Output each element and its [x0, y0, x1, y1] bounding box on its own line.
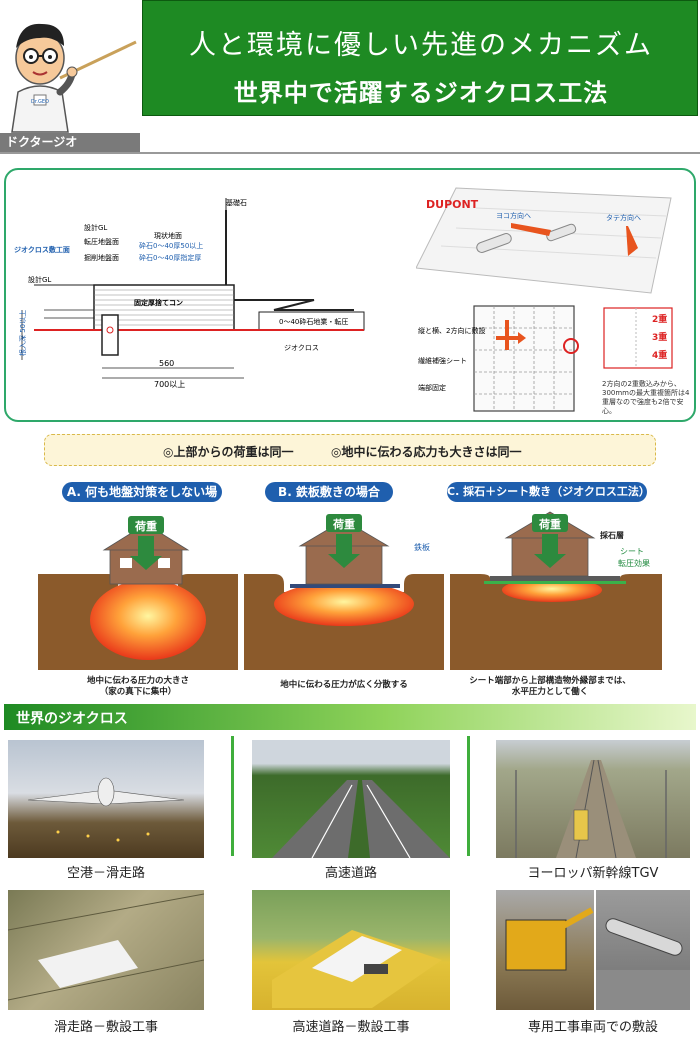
photo-airport-runway — [8, 740, 204, 858]
photo-highway — [252, 740, 450, 858]
label-depth: 根入深 50以上 — [18, 310, 27, 356]
photo-label-airport: 空港－滑走路 — [66, 866, 145, 881]
photo-label-tgv: ヨーロッパ新幹線TGV — [527, 866, 659, 881]
label-tenatsu: 転圧地盤面 — [84, 237, 119, 246]
label-sheet-c: シート — [620, 547, 644, 556]
label-genjo: 現状地面 — [154, 231, 182, 240]
load-label-c: 荷重 — [538, 517, 561, 531]
load-label-b: 荷重 — [332, 517, 355, 531]
label-dim-560: 560 — [159, 359, 174, 368]
comparison-diagrams: 荷重 荷重 鉄板 荷重 採石層 シート 転圧効果 — [38, 511, 662, 670]
cross-section-diagram: 基礎石 設計GL 現状地面 ジオクロス敷工面 転圧地盤面 掘削地盤面 砕石0～4… — [14, 198, 365, 389]
caption-panel-b: B. 鉄板敷きの場合 — [265, 482, 393, 502]
column-divider — [467, 736, 470, 856]
label-teppan: 鉄板 — [414, 542, 430, 552]
panel-a-diagram: 荷重 — [38, 516, 238, 670]
photo-vehicle-2 — [596, 890, 690, 1010]
header-divider — [0, 152, 700, 154]
label-layer3: 3重 — [652, 331, 667, 343]
label-saiseki-layer: 採石層 — [600, 530, 624, 540]
label-tate-yoko: 縦と横、2方向に敷設 — [418, 326, 485, 335]
photo-runway-construction — [8, 890, 204, 1010]
column-divider — [231, 736, 234, 856]
dupont-logo-text: DUPONT — [426, 198, 479, 211]
title-banner: 人と環境に優しい先進のメカニズム 世界中で活躍するジオクロス工法 — [142, 0, 698, 116]
label-kotei: 固定厚捨てコン — [134, 298, 183, 307]
load-label-a: 荷重 — [134, 519, 157, 533]
note-panel-b: 地中に伝わる圧力が広く分散する — [280, 680, 408, 690]
label-dim-700: 700以上 — [154, 380, 185, 389]
mascot-badge: Dr.GEO — [31, 99, 49, 105]
layer-note: 2方向の2重敷込みから、300mmの最大重複箇所は4重層なので強度も2倍で安心。 — [602, 380, 690, 415]
label-sheet: 繊維補強シート — [418, 356, 467, 365]
label-layer4: 4重 — [652, 349, 667, 361]
statement-load: ◎上部からの荷重は同一 — [163, 445, 294, 459]
label-kijun: 基礎石 — [226, 198, 247, 207]
photo-label-highway-construction: 高速道路－敷設工事 — [292, 1020, 410, 1035]
sheet-laying-illustration: DUPONT ヨコ方向へ タテ方向へ 2重 3重 4重 縦と横、2方向に敷設 繊… — [416, 187, 673, 412]
load-statement-box: ◎上部からの荷重は同一 ◎地中に伝わる応力も大きさは同一 — [44, 434, 656, 466]
section-title: 世界のジオクロス — [16, 711, 128, 727]
label-layer2: 2重 — [652, 313, 667, 325]
label-tenatsu-effect: 転圧効果 — [618, 558, 650, 568]
doctor-mascot-illustration: Dr.GEO — [11, 23, 137, 133]
construction-diagram-panel: 基礎石 設計GL 現状地面 ジオクロス敷工面 転圧地盤面 掘削地盤面 砕石0～4… — [4, 168, 696, 422]
photo-label-vehicle: 専用工事車両での敷設 — [527, 1020, 658, 1035]
label-geocross-area: ジオクロス敷工面 — [14, 245, 70, 254]
label-yoko: ヨコ方向へ — [496, 211, 531, 220]
label-tanbu: 端部固定 — [418, 383, 446, 392]
panel-b-diagram: 荷重 鉄板 — [244, 514, 444, 670]
label-saiseki-tenatsu: 0～40砕石地業・転圧 — [279, 317, 348, 326]
label-sekkei-gl-top: 設計GL — [84, 223, 107, 232]
caption-panel-c: C. 採石＋シート敷き（ジオクロス工法） — [447, 482, 650, 502]
title-tagline: 人と環境に優しい先進のメカニズム — [189, 30, 653, 61]
statement-stress: ◎地中に伝わる応力も大きさは同一 — [331, 445, 522, 459]
photo-label-runway-construction: 滑走路－敷設工事 — [53, 1020, 158, 1035]
mascot-name-label: ドクタージオ — [0, 133, 140, 152]
mascot-area: Dr.GEO — [0, 0, 140, 150]
panel-c-diagram: 荷重 採石層 シート 転圧効果 — [450, 511, 662, 670]
label-saiseki2: 砕石0～40厚指定厚 — [139, 253, 201, 262]
label-geocross-line: ジオクロス — [284, 344, 319, 352]
photo-tgv — [496, 740, 690, 858]
photo-vehicle-1 — [496, 890, 594, 1010]
page-title: 世界中で活躍するジオクロス工法 — [233, 79, 609, 107]
caption-panel-a: A. 何も地盤対策をしない場合 — [62, 482, 222, 519]
note-panel-a: 地中に伝わる圧力の大きさ （家の真下に集中） — [86, 676, 189, 697]
label-kakuhan: 掘削地盤面 — [84, 253, 119, 262]
label-saiseki1: 砕石0～40厚50以上 — [139, 241, 203, 250]
note-panel-c: シート端部から上部構造物外縁部までは、 水平圧力として働く — [469, 676, 631, 697]
photo-label-highway: 高速道路 — [324, 866, 377, 881]
section-header-world: 世界のジオクロス — [4, 704, 696, 730]
photo-highway-construction — [252, 890, 450, 1010]
label-sekkei-gl: 設計GL — [28, 275, 51, 284]
label-tate: タテ方向へ — [606, 213, 641, 222]
